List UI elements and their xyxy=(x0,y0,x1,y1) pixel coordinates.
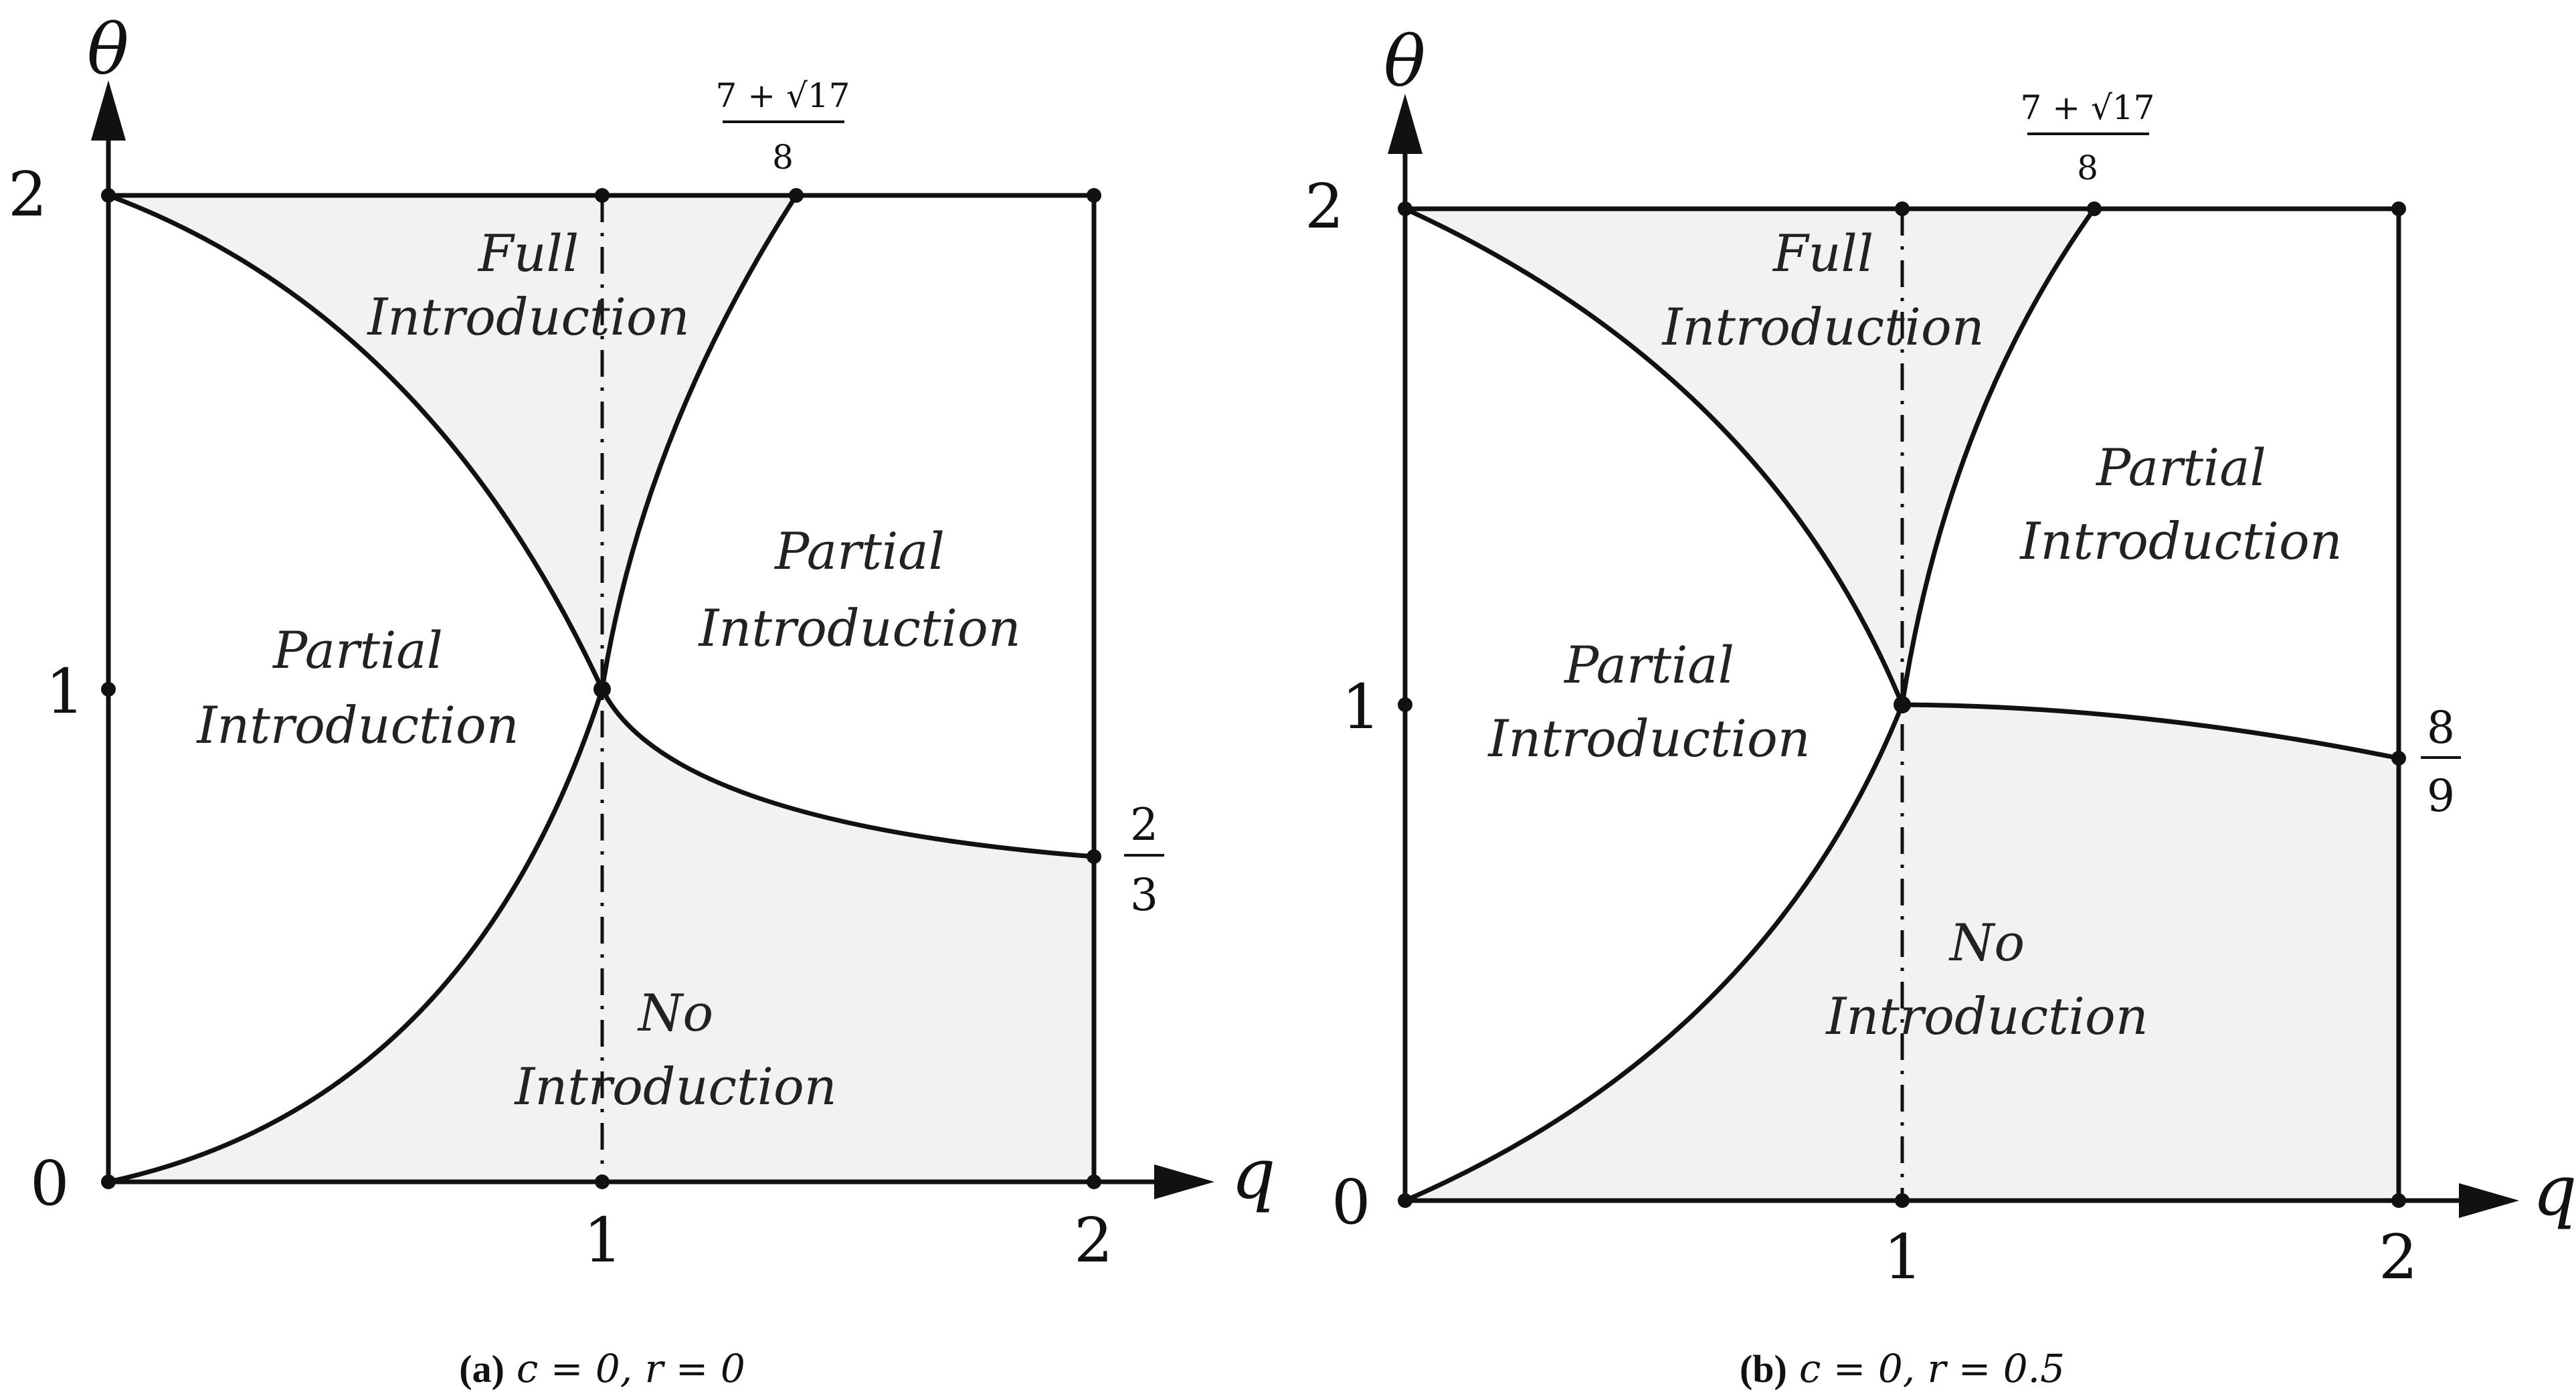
panel-b-full-label-2: Introduction xyxy=(1661,297,1984,357)
panel-b-top-fraction: 7 + √17 8 xyxy=(2021,88,2155,187)
panel-a-y-arrow xyxy=(91,80,126,141)
panel-a-lower-right-curve xyxy=(600,688,1095,859)
panel-b-none-label-1: No xyxy=(1948,913,2025,972)
panel-a-y-tick-2: 2 xyxy=(8,159,48,230)
panel-b-partial-right-label-2: Introduction xyxy=(2019,511,2342,571)
panel-a-upper-left-curve xyxy=(107,193,605,691)
panel-a-y-tick-0: 0 xyxy=(30,1148,70,1219)
panel-b-y-tick-1: 1 xyxy=(1342,671,1381,743)
panel-b-right-frac-num: 8 xyxy=(2427,702,2455,754)
panel-b-lower-left-curve xyxy=(1404,703,1905,1203)
panel-a: θ q 0 1 2 1 2 7 + √17 8 2 3 Full Introdu… xyxy=(8,9,1276,1391)
panel-a-caption-text: c = 0, r = 0 xyxy=(517,1346,745,1391)
panel-b-x-tick-1: 1 xyxy=(1883,1221,1923,1293)
panel-a-right-fraction: 2 3 xyxy=(1124,799,1164,921)
panel-a-partial-left-label-2: Introduction xyxy=(195,695,519,755)
panel-b-y-tick-0: 0 xyxy=(1331,1166,1371,1238)
panel-a-x-axis-name: q xyxy=(1231,1133,1276,1215)
panel-a-partial-right-label-1: Partial xyxy=(773,521,945,581)
panel-a-right-frac-den: 3 xyxy=(1130,869,1158,921)
panel-a-partial-left-label-1: Partial xyxy=(272,620,443,680)
panel-b-x-arrow xyxy=(2459,1183,2519,1218)
panel-b-top-frac-num: 7 + √17 xyxy=(2021,88,2155,127)
panel-a-lower-left-curve xyxy=(108,688,605,1185)
panel-b-top-frac-den: 8 xyxy=(2077,149,2098,187)
panel-a-y-axis-name: θ xyxy=(87,9,129,90)
panel-b-caption-tag: (b) xyxy=(1740,1347,1787,1391)
panel-b-y-axis-name: θ xyxy=(1384,21,1426,102)
panel-b-upper-right-curve xyxy=(1900,207,2096,705)
panel-b-x-tick-2: 2 xyxy=(2379,1221,2418,1293)
panel-b: θ q 0 1 2 1 2 7 + √17 8 8 9 Full Introdu… xyxy=(1305,21,2576,1391)
panel-b-points xyxy=(1398,201,2406,1208)
panel-a-upper-right-curve xyxy=(600,194,798,690)
panel-a-caption: (a) c = 0, r = 0 xyxy=(459,1346,745,1391)
panel-a-full-label-2: Introduction xyxy=(366,287,689,347)
panel-a-top-fraction: 7 + √17 8 xyxy=(716,76,850,177)
panel-b-x-axis-name: q xyxy=(2533,1150,2576,1231)
panel-b-partial-left-label-2: Introduction xyxy=(1487,709,1810,768)
panel-a-points xyxy=(101,188,1101,1189)
panel-b-lower-right-curve xyxy=(1902,702,2399,761)
panel-a-full-label-1: Full xyxy=(477,224,579,283)
panel-a-none-label-1: No xyxy=(637,983,713,1043)
panel-b-y-arrow xyxy=(1388,94,1422,154)
panel-a-top-frac-num: 7 + √17 xyxy=(716,76,850,115)
panel-b-none-label-2: Introduction xyxy=(1825,986,2148,1046)
panel-a-partial-right-label-2: Introduction xyxy=(697,598,1020,658)
panel-a-x-tick-2: 2 xyxy=(1074,1205,1113,1276)
panel-a-y-tick-1: 1 xyxy=(45,656,85,727)
panel-b-y-tick-2: 2 xyxy=(1305,171,1344,242)
panel-a-x-tick-1: 1 xyxy=(583,1205,623,1276)
panel-b-partial-left-label-1: Partial xyxy=(1563,635,1734,695)
panel-b-right-fraction: 8 9 xyxy=(2421,702,2461,822)
panel-b-caption-text: c = 0, r = 0.5 xyxy=(1799,1346,2065,1391)
panel-a-top-frac-den: 8 xyxy=(772,138,794,177)
panel-b-right-frac-den: 9 xyxy=(2427,770,2455,822)
panel-b-full-label-1: Full xyxy=(1772,224,1873,283)
panel-b-caption: (b) c = 0, r = 0.5 xyxy=(1740,1346,2065,1391)
panel-a-right-frac-num: 2 xyxy=(1130,799,1158,851)
panel-b-partial-right-label-1: Partial xyxy=(2095,438,2266,497)
panel-b-upper-left-curve xyxy=(1404,206,1905,706)
panel-a-x-arrow xyxy=(1154,1164,1214,1199)
panel-a-caption-tag: (a) xyxy=(459,1347,504,1391)
panel-a-none-label-2: Introduction xyxy=(513,1057,836,1116)
